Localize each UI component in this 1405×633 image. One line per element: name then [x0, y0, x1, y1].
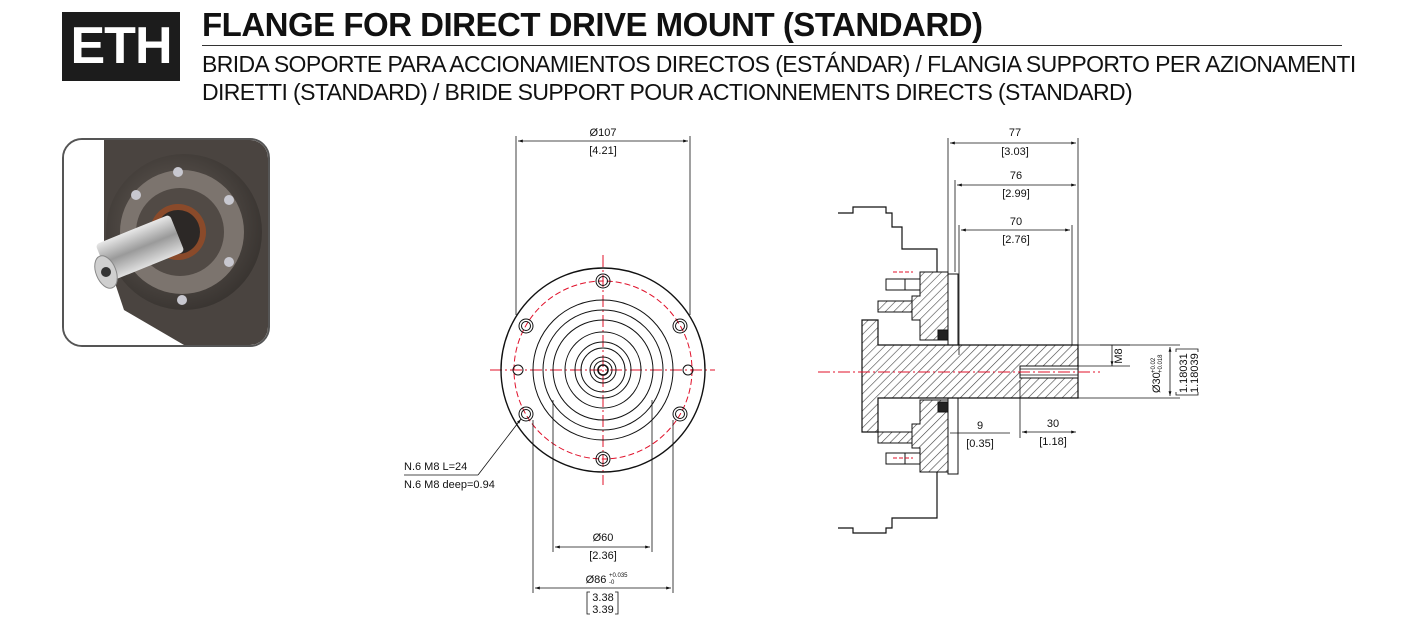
dim-l76: 76 — [1010, 170, 1022, 182]
side-view-labels: 77 [3.03] 76 [2.99] 70 [2.76] 9 [0.35] 3… — [966, 127, 1201, 450]
dim-d86-tol-lower: -0 — [609, 580, 615, 586]
dim-d107: Ø107 — [590, 127, 617, 139]
dim-d60: Ø60 — [593, 532, 614, 544]
dim-l70: 70 — [1010, 216, 1022, 228]
flange-outer-circle — [500, 267, 706, 473]
dim-l9-inch: [0.35] — [966, 438, 994, 450]
dim-l30: 30 — [1047, 418, 1059, 430]
product-code-badge: ETH — [62, 12, 180, 81]
dim-shaft-inch-1: 1.18031 — [1178, 353, 1190, 393]
dim-d86-inch-1: 3.38 — [592, 592, 613, 604]
page-title: FLANGE FOR DIRECT DRIVE MOUNT (STANDARD) — [202, 6, 983, 43]
title-divider — [202, 45, 1342, 46]
holes-note-2: N.6 M8 deep=0.94 — [404, 479, 495, 491]
bolt-circle — [513, 280, 693, 460]
product-code: ETH — [70, 17, 173, 75]
pilot-circle — [532, 299, 674, 441]
page-subtitle: BRIDA SOPORTE PARA ACCIONAMIENTOS DIRECT… — [202, 51, 1356, 105]
side-view — [818, 138, 1199, 534]
dim-d86: Ø86 — [586, 574, 607, 586]
dim-l30-inch: [1.18] — [1039, 436, 1067, 448]
dim-shaft-tol-lower: +0.018 — [1158, 354, 1164, 373]
product-photo — [62, 138, 270, 347]
dim-d60-inch: [2.36] — [589, 550, 617, 562]
dim-l77: 77 — [1009, 127, 1021, 139]
product-illustration — [64, 140, 268, 345]
dim-m8: M8 — [1113, 348, 1125, 363]
dim-l77-inch: [3.03] — [1001, 146, 1029, 158]
dim-d86-inch-2: 3.39 — [592, 604, 613, 616]
holes-note-1: N.6 M8 L=24 — [404, 461, 467, 473]
dim-l70-inch: [2.76] — [1002, 234, 1030, 246]
dim-d107-inch: [4.21] — [589, 145, 617, 157]
dim-d86-tol-upper: +0.035 — [609, 573, 628, 579]
dim-l76-inch: [2.99] — [1002, 188, 1030, 200]
front-view-labels: Ø107 [4.21] Ø60 [2.36] Ø86 +0.035 -0 3.3… — [404, 127, 628, 616]
dim-l9: 9 — [977, 420, 983, 432]
dim-shaft-d30: Ø30 — [1151, 372, 1163, 393]
dim-shaft-tol-upper: +0.02 — [1151, 357, 1157, 373]
dim-shaft-inch-2: 1.18039 — [1189, 353, 1201, 393]
front-view — [404, 136, 715, 615]
bolt-holes — [512, 273, 694, 467]
